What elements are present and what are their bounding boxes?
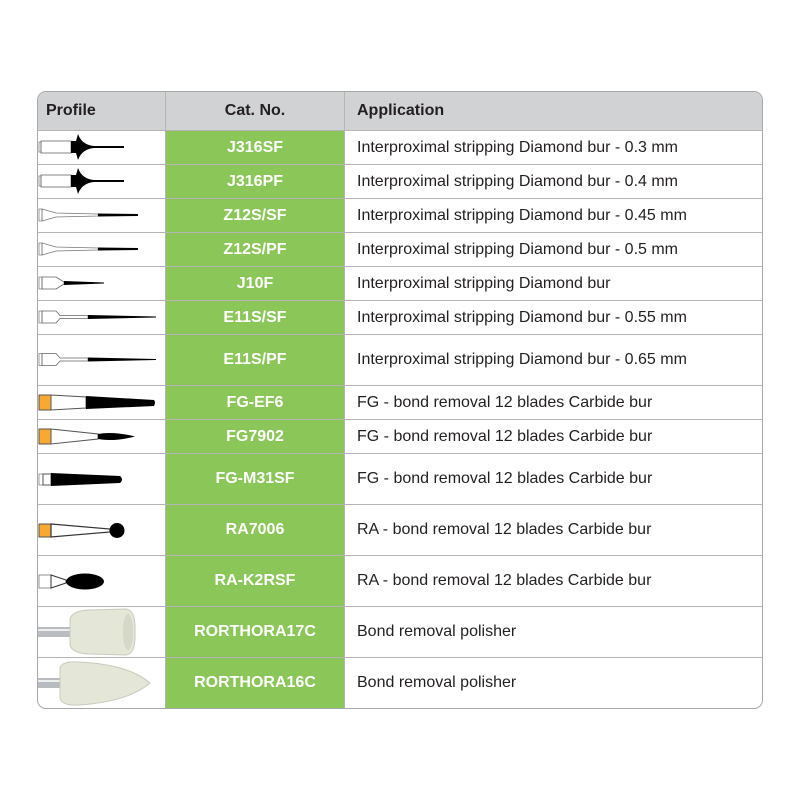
profile-ra-round-icon (38, 505, 166, 555)
table-header: Profile Cat. No. Application (38, 92, 762, 130)
table-row: Z12S/PF Interproximal stripping Diamond … (38, 232, 762, 266)
table-row: J316SF Interproximal stripping Diamond b… (38, 130, 762, 164)
profile-polisher-cup-icon (38, 607, 166, 657)
table-row: RORTHORA17C Bond removal polisher (38, 606, 762, 657)
cat-no-cell: J316PF (166, 165, 345, 198)
application-cell: Interproximal stripping Diamond bur - 0.… (357, 240, 679, 258)
table-row: E11S/SF Interproximal stripping Diamond … (38, 300, 762, 334)
profile-ra-oval-icon (38, 556, 166, 606)
profile-short-needle-icon (38, 267, 166, 300)
cat-no-cell: RA7006 (166, 505, 345, 555)
profile-disc-diamond-icon (38, 131, 166, 164)
profile-fg-cylinder-icon (38, 454, 166, 504)
header-profile: Profile (38, 92, 166, 130)
header-application: Application (357, 102, 445, 119)
header-cat-no: Cat. No. (166, 92, 345, 130)
cat-no-cell: Z12S/PF (166, 233, 345, 266)
cat-no-cell: FG7902 (166, 420, 345, 453)
application-cell: RA - bond removal 12 blades Carbide bur (357, 572, 652, 589)
table-row: FG-EF6 FG - bond removal 12 blades Carbi… (38, 385, 762, 419)
application-cell: FG - bond removal 12 blades Carbide bur (357, 427, 653, 445)
profile-long-needle-icon (38, 199, 166, 232)
profile-polisher-bullet-icon (38, 658, 166, 708)
cat-no-cell: Z12S/SF (166, 199, 345, 232)
application-cell: RA - bond removal 12 blades Carbide bur (357, 521, 652, 538)
application-cell: Bond removal polisher (357, 674, 517, 691)
table-row: FG7902 FG - bond removal 12 blades Carbi… (38, 419, 762, 453)
profile-fg-flame-icon (38, 420, 166, 453)
cat-no-cell: E11S/SF (166, 301, 345, 334)
profile-needle-bur-icon (38, 335, 166, 385)
application-cell: FG - bond removal 12 blades Carbide bur (357, 470, 653, 487)
table-row: RA-K2RSF RA - bond removal 12 blades Car… (38, 555, 762, 606)
profile-long-needle-icon (38, 233, 166, 266)
cat-no-cell: RA-K2RSF (166, 556, 345, 606)
table-row: J10F Interproximal stripping Diamond bur (38, 266, 762, 300)
cat-no-cell: E11S/PF (166, 335, 345, 385)
application-cell: Interproximal stripping Diamond bur - 0.… (357, 206, 687, 224)
table-row: FG-M31SF FG - bond removal 12 blades Car… (38, 453, 762, 504)
application-cell: Interproximal stripping Diamond bur - 0.… (357, 308, 687, 326)
cat-no-cell: J10F (166, 267, 345, 300)
application-cell: Interproximal stripping Diamond bur (357, 274, 611, 292)
table-row: Z12S/SF Interproximal stripping Diamond … (38, 198, 762, 232)
table-row: RORTHORA16C Bond removal polisher (38, 657, 762, 708)
application-cell: Interproximal stripping Diamond bur - 0.… (357, 351, 687, 368)
application-cell: Interproximal stripping Diamond bur - 0.… (357, 138, 679, 156)
product-table: Profile Cat. No. Application J316SF Inte… (37, 91, 763, 709)
cat-no-cell: RORTHORA17C (166, 607, 345, 657)
cat-no-cell: RORTHORA16C (166, 658, 345, 708)
cat-no-cell: FG-EF6 (166, 386, 345, 419)
table-row: E11S/PF Interproximal stripping Diamond … (38, 334, 762, 385)
table-row: RA7006 RA - bond removal 12 blades Carbi… (38, 504, 762, 555)
profile-disc-diamond-icon (38, 165, 166, 198)
application-cell: Bond removal polisher (357, 623, 517, 640)
application-cell: Interproximal stripping Diamond bur - 0.… (357, 172, 679, 190)
table-row: J316PF Interproximal stripping Diamond b… (38, 164, 762, 198)
application-cell: FG - bond removal 12 blades Carbide bur (357, 393, 653, 411)
profile-fg-taper-icon (38, 386, 166, 419)
profile-needle-bur-icon (38, 301, 166, 334)
cat-no-cell: FG-M31SF (166, 454, 345, 504)
cat-no-cell: J316SF (166, 131, 345, 164)
